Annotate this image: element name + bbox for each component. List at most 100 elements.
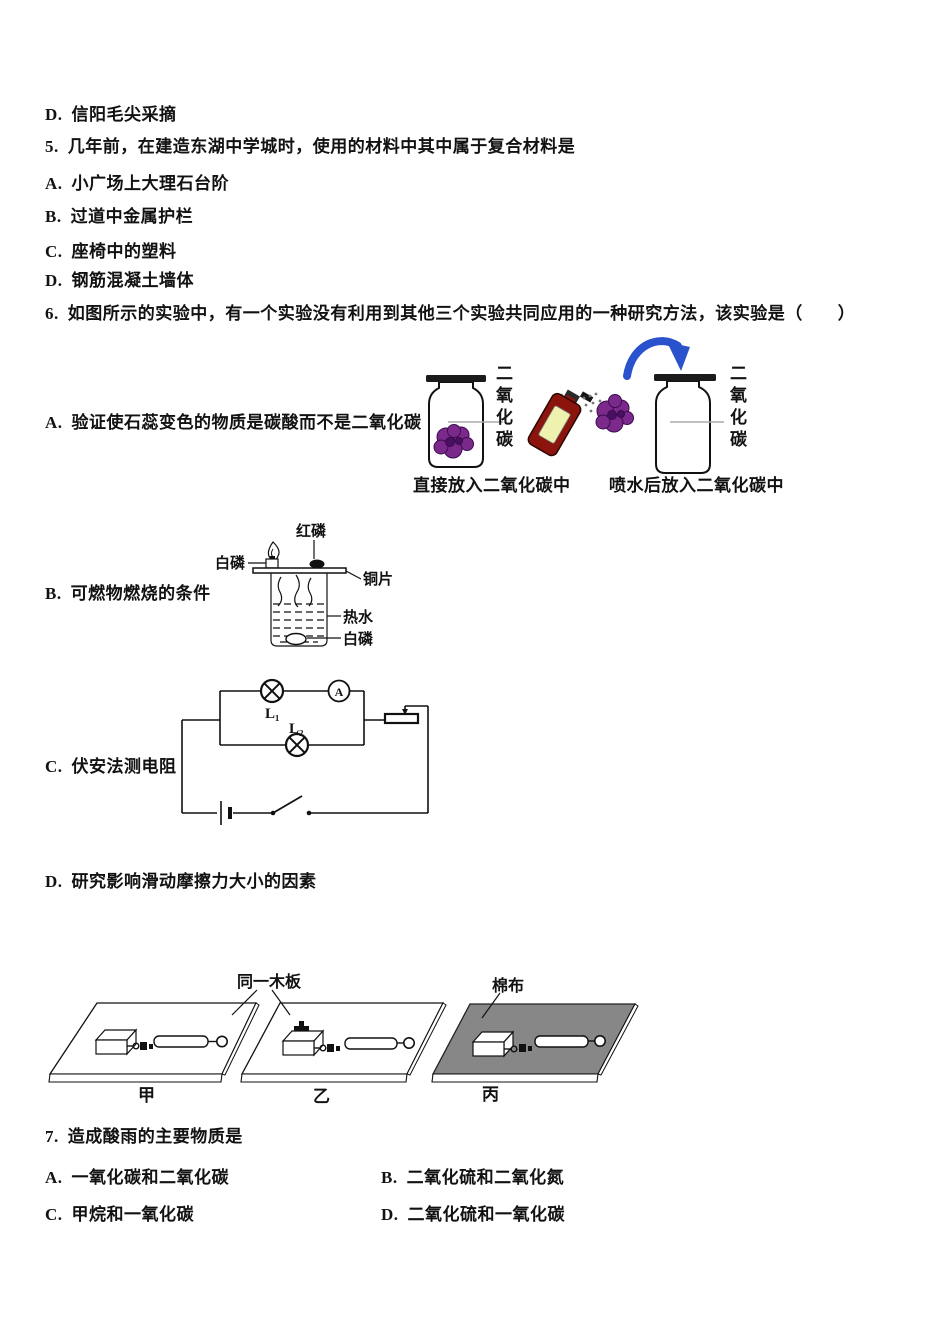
label-lamp-l2: L₂	[289, 721, 304, 737]
q5-option-d: D. 钢筋混凝土墙体	[45, 271, 195, 291]
q5-option-a: A. 小广场上大理石台阶	[45, 174, 230, 194]
q6-option-a: A. 验证使石蕊变色的物质是碳酸而不是二氧化碳	[45, 413, 422, 433]
option-letter: B.	[381, 1168, 398, 1187]
option-letter: D.	[45, 271, 63, 290]
question-number: 6.	[45, 304, 59, 323]
block-bing	[471, 1030, 515, 1058]
bottle-lid	[426, 375, 486, 382]
lamp-l2	[284, 732, 310, 758]
option-text: 可燃物燃烧的条件	[70, 584, 211, 603]
option-text: 二氧化硫和二氧化氮	[406, 1168, 565, 1187]
white-phosphorus-in-water	[285, 632, 307, 646]
spray-bottle	[527, 389, 594, 457]
option-letter: A.	[45, 174, 63, 193]
flame-icon	[267, 541, 280, 561]
label-cotton-cloth: 棉布	[492, 976, 524, 995]
spring-scale-yi	[314, 1037, 415, 1052]
figure-litmus-experiment: 二氧化碳 二氧化碳 直接放入二氧化碳中 喷水后放入二氧化碳中	[408, 330, 800, 495]
question-text: 如图所示的实验中，有一个实验没有利用到其他三个实验共同应用的一种研究方法，该实验…	[67, 304, 856, 323]
label-copper-sheet: 铜片	[363, 570, 393, 588]
spray-label	[538, 405, 571, 444]
q7-option-c: C. 甲烷和一氧化碳	[45, 1205, 195, 1225]
leader-board-left	[231, 989, 258, 1016]
spring-scale-jia	[127, 1035, 229, 1050]
switch	[270, 795, 312, 816]
option-text: 小广场上大理石台阶	[71, 174, 230, 193]
board-yi	[240, 1002, 447, 1083]
leader-copper-sheet	[345, 570, 362, 580]
option-letter: C.	[45, 757, 63, 776]
red-phosphorus-pile	[309, 559, 325, 569]
q5-stem: 5. 几年前，在建造东湖中学城时，使用的材料中其中属于复合材料是	[45, 137, 576, 157]
circuit-figure-canvas: A L₁ L₂	[181, 678, 429, 825]
caption-direct: 直接放入二氧化碳中	[413, 476, 571, 495]
q7-stem: 7.造成酸雨的主要物质是	[45, 1127, 243, 1147]
question-number: 5.	[45, 137, 59, 156]
q6-stem: 6. 如图所示的实验中，有一个实验没有利用到其他三个实验共同应用的一种研究方法，该…	[45, 304, 856, 324]
vapor-lines	[277, 574, 313, 608]
white-phosphorus-on-sheet	[265, 558, 279, 569]
option-letter: C.	[45, 1205, 63, 1224]
q5-option-c: C. 座椅中的塑料	[45, 242, 177, 262]
figure-circuit: A L₁ L₂	[175, 662, 455, 834]
board-jia	[48, 1002, 260, 1083]
rheostat	[383, 706, 420, 725]
label-red-phosphorus: 红磷	[296, 522, 327, 540]
friction-figure-canvas: 同一木板 棉布 甲 乙 丙	[48, 972, 639, 1106]
flower-in-bottle	[433, 424, 474, 459]
option-text: 钢筋混凝土墙体	[71, 271, 195, 290]
option-text: 一氧化碳和二氧化碳	[71, 1168, 230, 1187]
label-white-phosphorus: 白磷	[215, 554, 246, 572]
block-yi	[281, 1021, 325, 1057]
copper-sheet	[252, 567, 347, 574]
caption-yi: 乙	[313, 1087, 330, 1106]
option-text: 甲烷和一氧化碳	[71, 1205, 195, 1224]
option-letter: D.	[45, 872, 63, 891]
q7-option-b: B. 二氧化硫和二氧化氮	[381, 1168, 565, 1188]
option-letter: D.	[45, 105, 63, 124]
transfer-arrow-icon	[623, 337, 690, 380]
option-letter: D.	[381, 1205, 399, 1224]
battery	[220, 801, 232, 825]
option-letter: C.	[45, 242, 63, 261]
option-text: 过道中金属护栏	[70, 207, 194, 226]
option-text: 座椅中的塑料	[71, 242, 177, 261]
caption-sprayed: 喷水后放入二氧化碳中	[609, 476, 784, 495]
ammeter: A	[327, 679, 351, 703]
label-lamp-l1: L₁	[265, 706, 280, 722]
figure-friction: 同一木板 棉布 甲 乙 丙	[35, 965, 660, 1115]
label-hot-water: 热水	[343, 608, 374, 626]
rheostat-slider-arrow	[402, 709, 408, 715]
option-text: 信阳毛尖采摘	[71, 105, 177, 124]
right-bottle	[654, 374, 724, 474]
option-letter: A.	[45, 413, 63, 432]
gas-label-right: 二氧化碳	[727, 364, 746, 452]
option-text: 验证使石蕊变色的物质是碳酸而不是二氧化碳	[71, 413, 422, 432]
combustion-figure-canvas: 红磷 白磷 铜片 热水 白磷	[215, 522, 393, 648]
option-text: 二氧化硫和一氧化碳	[407, 1205, 566, 1224]
gas-label-left: 二氧化碳	[493, 364, 512, 452]
q7-option-a: A.一氧化碳和二氧化碳	[45, 1168, 230, 1188]
question-number: 7.	[45, 1127, 59, 1146]
option-text: 伏安法测电阻	[71, 757, 177, 776]
q6-option-b: B. 可燃物燃烧的条件	[45, 584, 211, 604]
litmus-figure-canvas	[426, 337, 724, 474]
block-jia	[94, 1028, 138, 1056]
flower-sprayed	[595, 394, 634, 433]
ammeter-letter: A	[335, 685, 344, 699]
label-same-board: 同一木板	[237, 972, 302, 991]
q5-option-b: B. 过道中金属护栏	[45, 207, 194, 227]
question-text: 几年前，在建造东湖中学城时，使用的材料中其中属于复合材料是	[67, 137, 576, 156]
caption-bing: 丙	[482, 1085, 499, 1104]
bottle-lid	[654, 374, 716, 381]
caption-jia: 甲	[138, 1086, 155, 1105]
figure-combustion: 红磷 白磷 铜片 热水 白磷	[200, 515, 412, 655]
option-text: 研究影响滑动摩擦力大小的因素	[71, 872, 317, 891]
q7-option-d: D. 二氧化硫和一氧化碳	[381, 1205, 566, 1225]
spray-nozzle	[579, 391, 594, 403]
option-letter: B.	[45, 584, 62, 603]
prev-option-d: D. 信阳毛尖采摘	[45, 105, 177, 125]
option-letter: B.	[45, 207, 62, 226]
leader-cotton	[481, 992, 501, 1019]
